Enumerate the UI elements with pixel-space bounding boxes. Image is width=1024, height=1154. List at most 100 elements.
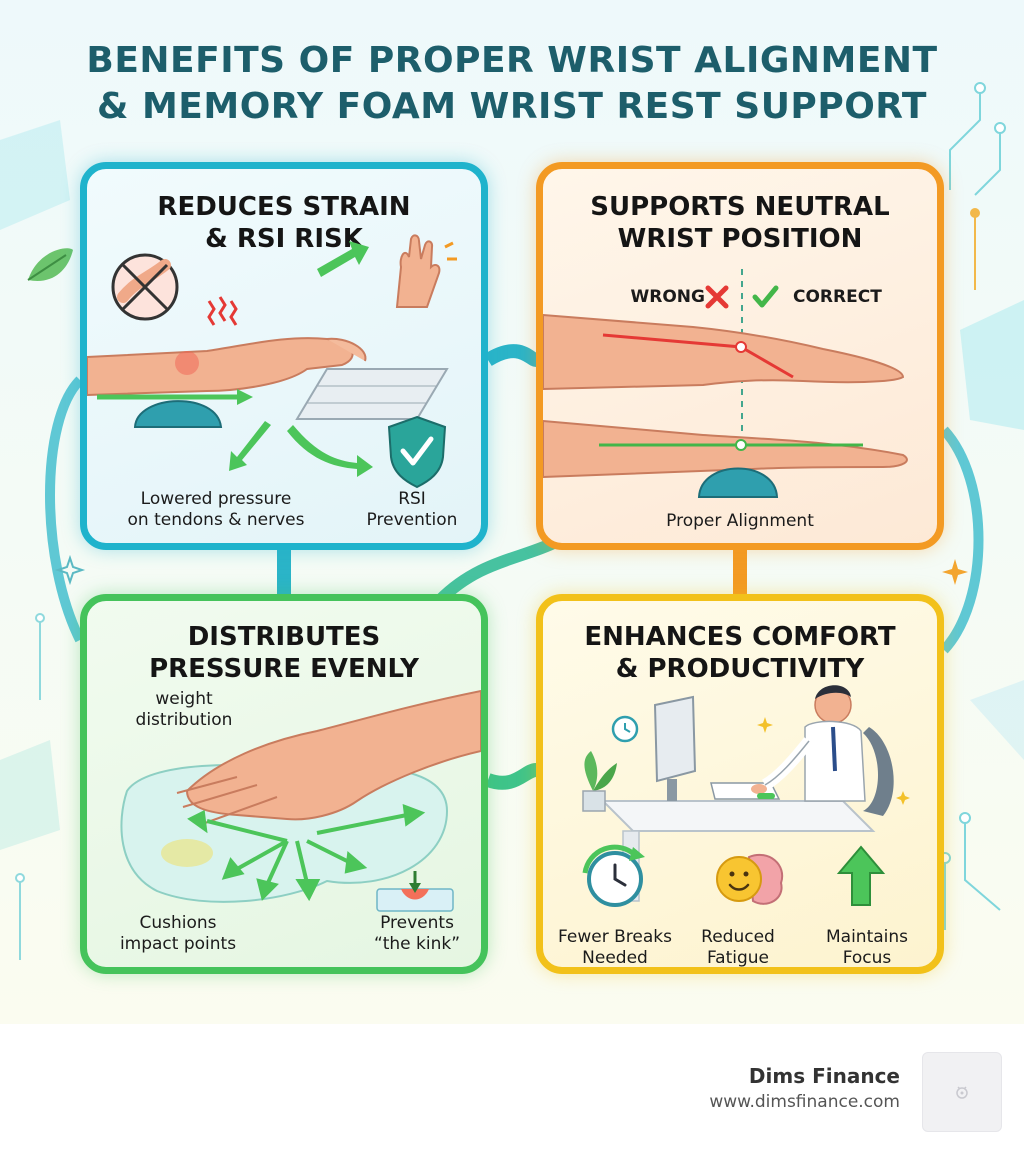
label-prevents-kink: Prevents “the kink”	[357, 913, 477, 955]
person-at-desk-icon	[751, 685, 894, 816]
circuit-line-orange	[970, 208, 980, 290]
label-reduced-fatigue: Reduced Fatigue	[683, 927, 793, 968]
panel-title-line1: SUPPORTS NEUTRAL	[590, 192, 890, 222]
label-reduced-fatigue-line2: Fatigue	[706, 948, 770, 968]
plant-icon	[582, 751, 617, 812]
page-title-line2: & MEMORY FOAM WRIST REST SUPPORT	[97, 86, 927, 127]
hand-stretch-icon	[395, 234, 457, 308]
circuit-lines-right	[939, 82, 1006, 930]
keyboard-icon	[295, 368, 449, 420]
crystal-shape-right	[960, 300, 1024, 430]
label-proper-alignment: Proper Alignment	[666, 511, 814, 531]
clock-refresh-icon	[582, 844, 645, 907]
label-cushions-line1: Cushions	[139, 913, 217, 933]
pressure-illustration	[120, 689, 481, 912]
sparkle-icon-left	[54, 554, 86, 586]
panel-title-line2: PRESSURE EVENLY	[149, 654, 419, 684]
infographic-canvas: BENEFITS OF PROPER WRIST ALIGNMENT & MEM…	[0, 0, 1024, 1024]
wrong-x-icon	[705, 285, 729, 309]
panel-comfort-productivity: ENHANCES COMFORT & PRODUCTIVITY	[536, 594, 944, 974]
label-lowered-pressure-line2: on tendons & nerves	[127, 510, 305, 530]
label-kink-line1: Prevents	[380, 913, 454, 933]
up-arrow-icon	[836, 845, 886, 906]
arm-shape	[87, 337, 354, 397]
brand-logo	[922, 1052, 1002, 1132]
panel-title-line2: WRIST POSITION	[617, 224, 863, 254]
crystal-shape-left	[0, 120, 70, 230]
panel-title-line2: & RSI RISK	[205, 224, 363, 254]
green-arrows	[229, 241, 373, 477]
label-fewer-breaks-line1: Fewer Breaks	[558, 927, 672, 947]
panel-title-line2: & PRODUCTIVITY	[615, 654, 865, 684]
panel-title: SUPPORTS NEUTRAL WRIST POSITION	[543, 191, 937, 255]
clock-icon	[611, 715, 639, 743]
wrist-rest	[697, 467, 779, 498]
brand-name: Dims Finance	[748, 1064, 900, 1088]
label-fewer-breaks: Fewer Breaks Needed	[553, 927, 677, 968]
crystal-shape-right-low	[970, 680, 1024, 760]
label-weight-distribution: weight distribution	[109, 689, 259, 731]
page-title-line1: BENEFITS OF PROPER WRIST ALIGNMENT	[86, 40, 938, 81]
brand-logo-icon	[956, 1086, 968, 1099]
label-lowered-pressure: Lowered pressure on tendons & nerves	[111, 489, 321, 531]
page-title: BENEFITS OF PROPER WRIST ALIGNMENT & MEM…	[0, 38, 1024, 130]
kink-prevention-icon	[376, 871, 454, 912]
leaf-icon	[27, 248, 73, 281]
label-rsi-prevention-line2: Prevention	[366, 510, 458, 530]
label-wrong: WRONG	[630, 287, 705, 307]
crystal-shape-left-low	[0, 740, 60, 850]
panel-title: DISTRIBUTES PRESSURE EVENLY	[87, 621, 481, 685]
sparkle-icon-right	[942, 559, 968, 585]
shield-check-icon	[387, 415, 447, 489]
brand-url[interactable]: www.dimsfinance.com	[709, 1092, 900, 1112]
comfort-illustration	[582, 685, 910, 907]
connector-bottom	[485, 763, 538, 790]
straight-arm	[543, 419, 908, 479]
sparkle-icons	[757, 717, 910, 805]
background-decorations	[0, 82, 1024, 960]
panel-title-line1: REDUCES STRAIN	[157, 192, 411, 222]
label-cushions-impact: Cushions impact points	[93, 913, 263, 955]
panel-distributes-pressure: DISTRIBUTES PRESSURE EVENLY	[80, 594, 488, 974]
impact-point	[161, 839, 213, 867]
label-fewer-breaks-line2: Needed	[582, 948, 648, 968]
connector-outer-left	[45, 376, 85, 643]
footer	[0, 1024, 1024, 1154]
strain-illustration	[87, 234, 457, 489]
connector-top	[484, 344, 539, 367]
pain-point	[175, 351, 199, 375]
smile-brain-icon	[716, 853, 784, 905]
correct-check-icon	[752, 285, 779, 308]
connector-diagonal	[435, 534, 563, 605]
desk-top	[600, 800, 876, 832]
label-maintains-focus-line1: Maintains	[825, 927, 909, 947]
label-maintains-focus-line2: Focus	[842, 948, 892, 968]
monitor-icon	[653, 695, 697, 801]
label-maintains-focus: Maintains Focus	[805, 927, 929, 968]
label-weight-line2: distribution	[135, 710, 233, 730]
connector-outer-right	[940, 426, 984, 654]
panel-neutral-wrist: SUPPORTS NEUTRAL WRIST POSITION WRONG CO…	[536, 162, 944, 550]
label-kink-line2: “the kink”	[373, 934, 461, 954]
neutral-illustration	[543, 269, 908, 498]
hand-shape	[185, 689, 481, 821]
label-rsi-prevention-line1: RSI	[398, 489, 426, 509]
label-rsi-prevention: RSI Prevention	[357, 489, 467, 531]
strain-marks	[207, 296, 238, 326]
panel-title-line1: ENHANCES COMFORT	[584, 622, 896, 652]
panel-title: ENHANCES COMFORT & PRODUCTIVITY	[543, 621, 937, 685]
circuit-lines-left	[15, 613, 45, 960]
bent-arm	[543, 313, 905, 391]
label-correct: CORRECT	[793, 287, 882, 307]
no-bent-wrist-icon	[111, 253, 179, 321]
label-lowered-pressure-line1: Lowered pressure	[140, 489, 292, 509]
label-weight-line1: weight	[155, 689, 213, 709]
panel-title: REDUCES STRAIN & RSI RISK	[87, 191, 481, 255]
label-cushions-line2: impact points	[119, 934, 237, 954]
wrist-rest	[133, 400, 223, 428]
label-reduced-fatigue-line1: Reduced	[701, 927, 775, 947]
distribution-arrows	[187, 803, 426, 902]
panel-title-line1: DISTRIBUTES	[187, 622, 381, 652]
finger-lines	[176, 776, 278, 824]
panel-reduces-strain: REDUCES STRAIN & RSI RISK	[80, 162, 488, 550]
